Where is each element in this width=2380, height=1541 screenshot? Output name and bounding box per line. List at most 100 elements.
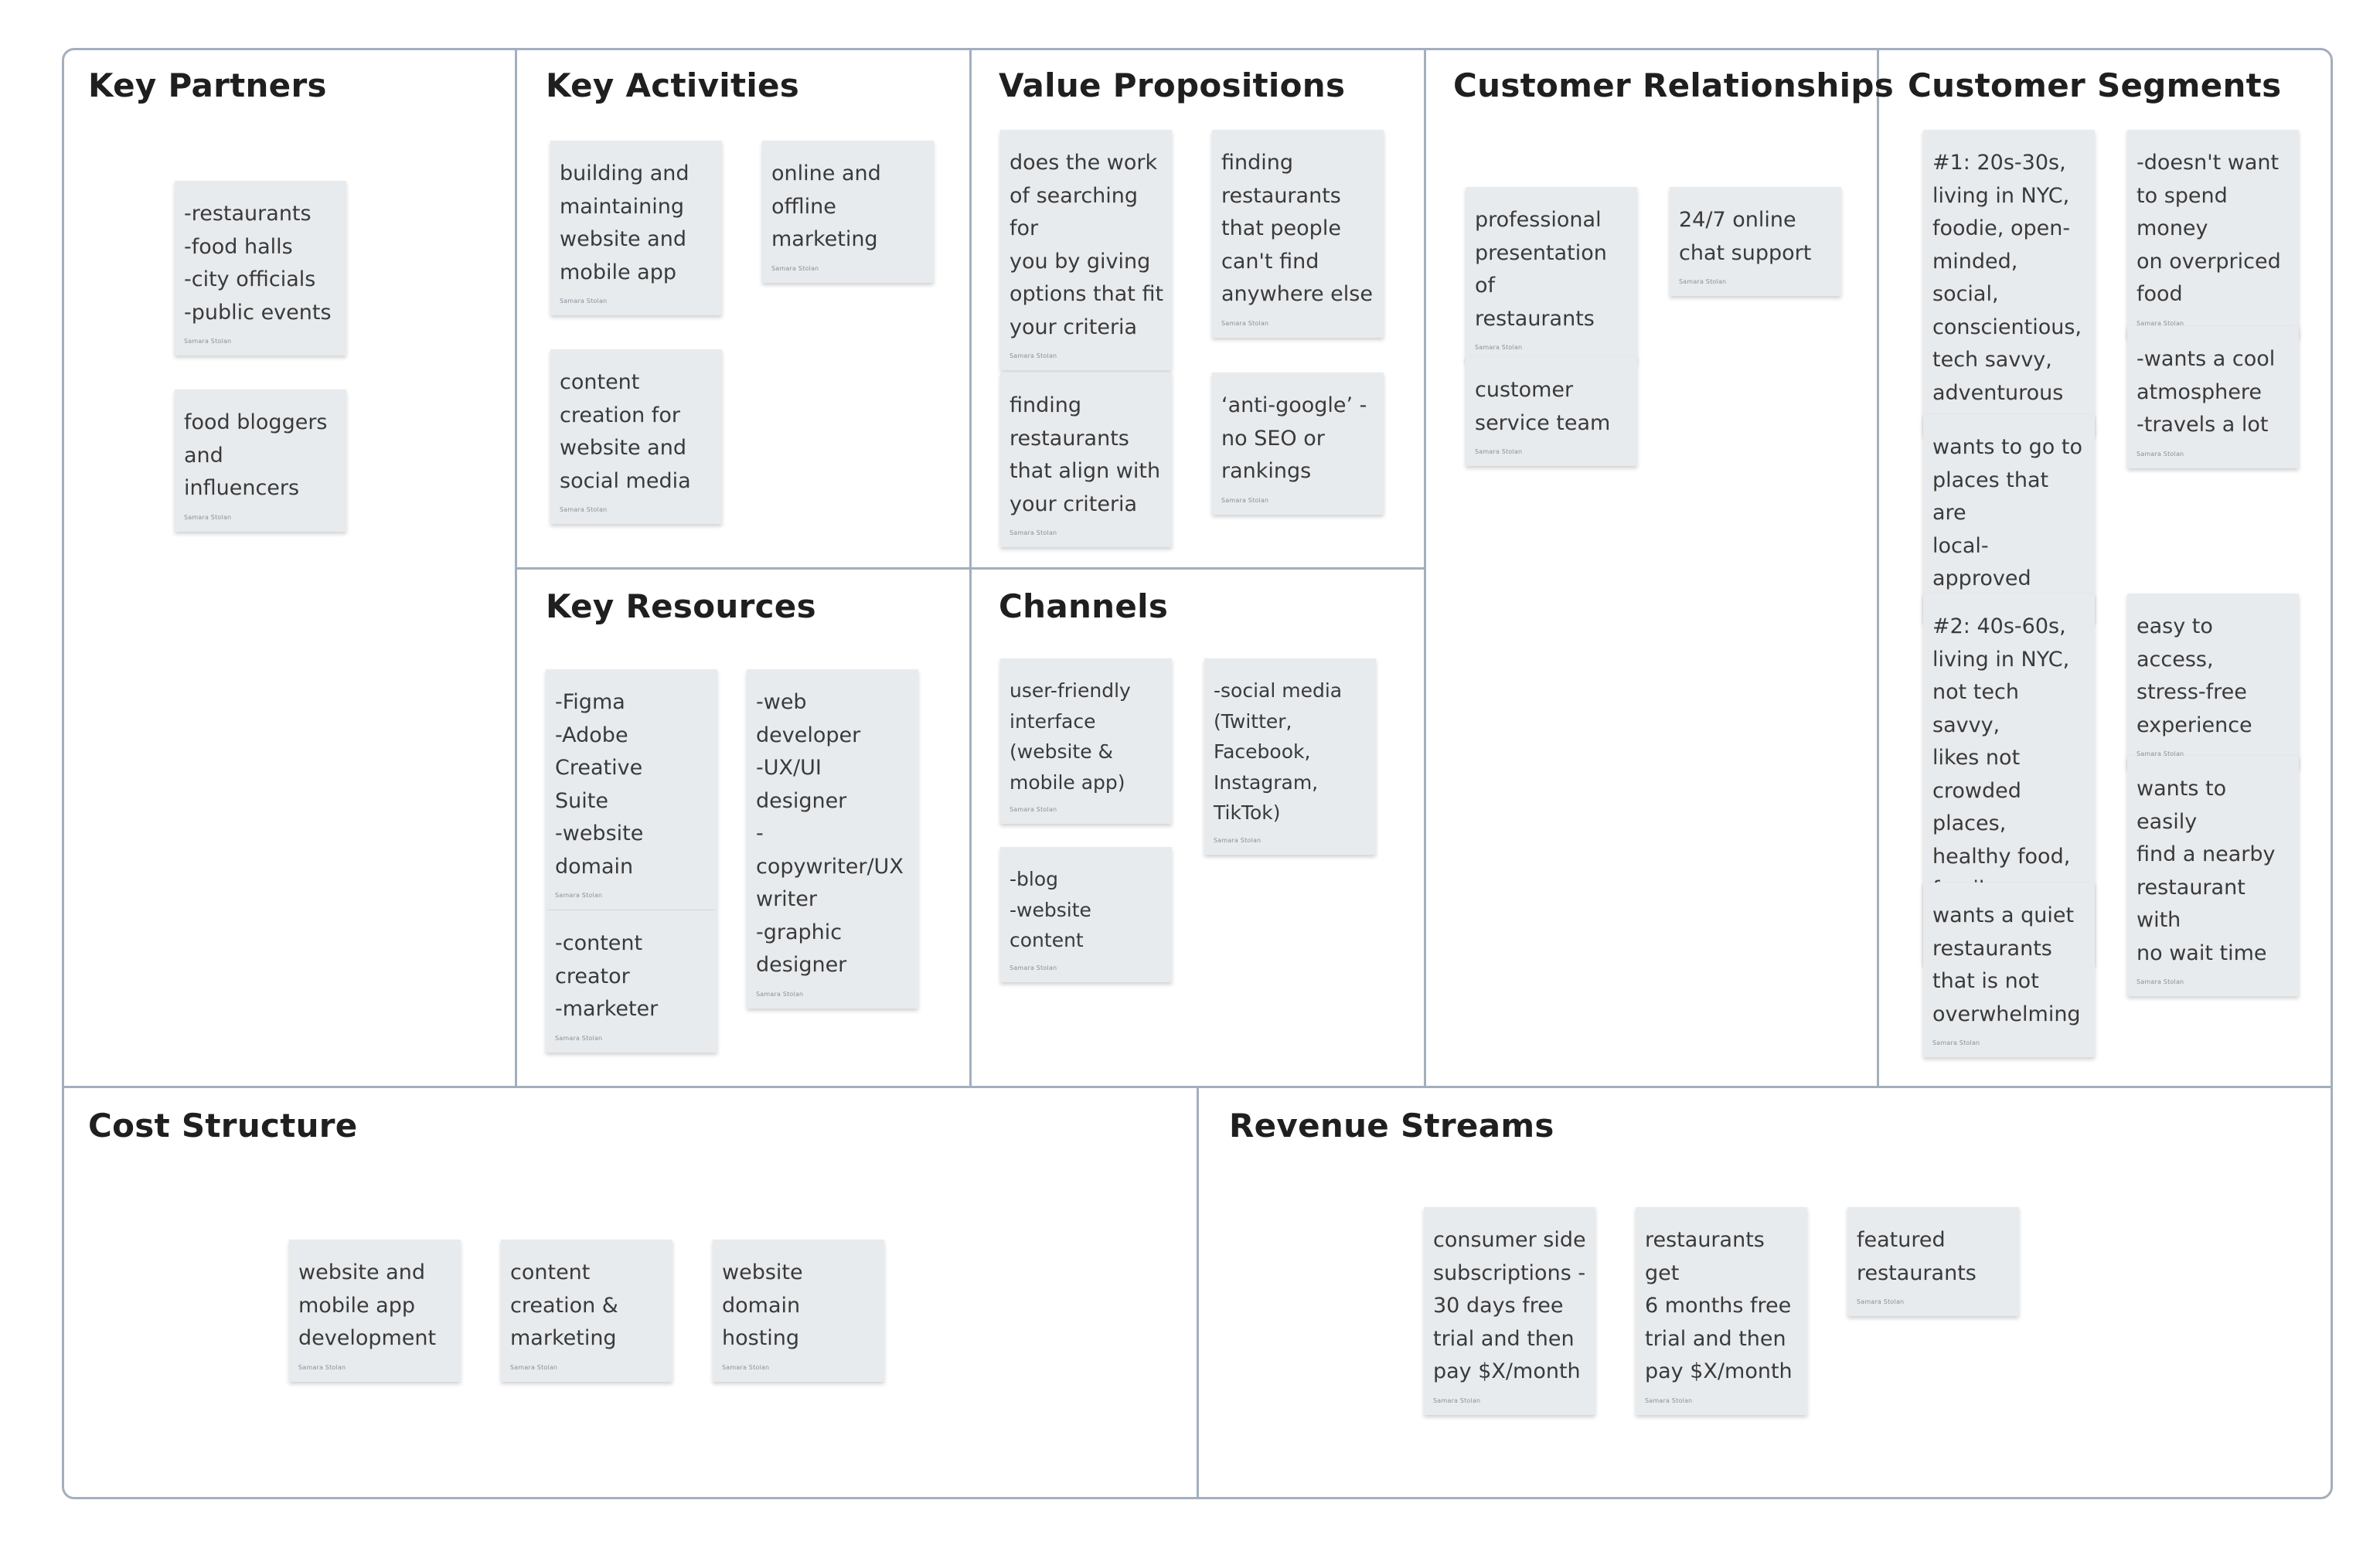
divider (1197, 1087, 1199, 1498)
note-text: wants to easily find a nearby restaurant… (2137, 777, 2276, 965)
note-text: 24/7 online chat support (1679, 208, 1812, 265)
note-author: Samara Stolan (1475, 448, 1523, 455)
note-text: -Figma -Adobe Creative Suite -website do… (555, 690, 644, 879)
note-author: Samara Stolan (1010, 806, 1057, 813)
sticky-note[interactable]: -social media (Twitter, Facebook, Instag… (1204, 658, 1376, 855)
note-text: website domain hosting (722, 1260, 803, 1350)
note-text: finding restaurants that align with your… (1010, 393, 1161, 516)
note-author: Samara Stolan (771, 264, 819, 272)
sticky-note[interactable]: content creation for website and social … (550, 349, 722, 524)
note-text: consumer side subscriptions - 30 days fr… (1433, 1228, 1586, 1383)
section-title-customer-relationships: Customer Relationships (1453, 66, 1894, 104)
note-author: Samara Stolan (2137, 450, 2184, 458)
note-author: Samara Stolan (1214, 836, 1262, 844)
sticky-note[interactable]: user-friendly interface (website & mobil… (1000, 658, 1172, 824)
note-text: ‘anti-google’ - no SEO or rankings (1221, 393, 1367, 483)
note-text: -content creator -marketer (555, 931, 659, 1021)
note-text: wants a quiet restaurants that is not ov… (1932, 903, 2081, 1026)
note-text: building and maintaining website and mob… (560, 162, 689, 284)
note-text: -doesn't want to spend money on overpric… (2137, 151, 2281, 306)
sticky-note[interactable]: finding restaurants that align with your… (1000, 372, 1172, 547)
note-author: Samara Stolan (1221, 319, 1269, 327)
sticky-note[interactable]: finding restaurants that people can't fi… (1212, 130, 1384, 338)
note-text: content creation & marketing (510, 1260, 618, 1350)
sticky-note[interactable]: featured restaurants Samara Stolan (1847, 1207, 2019, 1316)
note-author: Samara Stolan (1645, 1396, 1693, 1404)
note-text: website and mobile app development (298, 1260, 437, 1350)
note-author: Samara Stolan (1932, 1039, 1980, 1046)
note-author: Samara Stolan (555, 1034, 603, 1042)
note-text: content creation for website and social … (560, 370, 691, 493)
sticky-note[interactable]: food bloggers and influencers Samara Sto… (175, 390, 346, 532)
note-author: Samara Stolan (1221, 496, 1269, 504)
note-author: Samara Stolan (1433, 1396, 1481, 1404)
note-text: online and offline marketing (771, 162, 881, 251)
note-author: Samara Stolan (1010, 352, 1057, 359)
sticky-note[interactable]: #1: 20s-30s, living in NYC, foodie, open… (1923, 130, 2095, 436)
note-author: Samara Stolan (756, 990, 804, 998)
sticky-note[interactable]: building and maintaining website and mob… (550, 141, 722, 315)
sticky-note[interactable]: wants to easily find a nearby restaurant… (2127, 756, 2299, 996)
note-text: user-friendly interface (website & mobil… (1010, 679, 1131, 794)
sticky-note[interactable]: -Figma -Adobe Creative Suite -website do… (546, 669, 717, 910)
section-title-channels: Channels (999, 587, 1169, 625)
sticky-note[interactable]: wants to go to places that are local-app… (1923, 414, 2095, 622)
note-text: #1: 20s-30s, living in NYC, foodie, open… (1932, 151, 2082, 405)
note-author: Samara Stolan (2137, 978, 2184, 985)
sticky-note[interactable]: restaurants get 6 months free trial and … (1636, 1207, 1807, 1415)
section-title-customer-segments: Customer Segments (1908, 66, 2282, 104)
note-text: easy to access, stress-free experience (2137, 614, 2252, 737)
sticky-note[interactable]: -content creator -marketer Samara Stolan (546, 910, 717, 1053)
note-text: -blog -website content (1010, 868, 1091, 951)
note-author: Samara Stolan (2137, 750, 2184, 757)
note-author: Samara Stolan (722, 1363, 770, 1371)
note-author: Samara Stolan (1679, 278, 1727, 285)
note-author: Samara Stolan (560, 298, 608, 304)
sticky-note[interactable]: -web developer -UX/UI designer -copywrit… (747, 669, 918, 1009)
sticky-note[interactable]: ‘anti-google’ - no SEO or rankings Samar… (1212, 372, 1384, 515)
note-author: Samara Stolan (1010, 529, 1057, 536)
note-author: Samara Stolan (184, 338, 232, 345)
note-text: professional presentation of restaurants (1475, 208, 1607, 331)
sticky-note[interactable]: consumer side subscriptions - 30 days fr… (1424, 1207, 1595, 1415)
sticky-note[interactable]: online and offline marketing Samara Stol… (762, 141, 934, 283)
section-title-cost-structure: Cost Structure (88, 1107, 358, 1145)
note-text: -web developer -UX/UI designer -copywrit… (756, 690, 904, 977)
note-text: featured restaurants (1857, 1228, 1977, 1285)
note-author: Samara Stolan (1010, 964, 1057, 971)
sticky-note[interactable]: professional presentation of restaurants… (1466, 187, 1637, 362)
sticky-note[interactable]: wants a quiet restaurants that is not ov… (1923, 883, 2095, 1057)
note-author: Samara Stolan (560, 506, 608, 513)
note-author: Samara Stolan (555, 892, 603, 899)
sticky-note[interactable]: -restaurants -food halls -city officials… (175, 181, 346, 355)
section-title-value-propositions: Value Propositions (999, 66, 1346, 104)
note-author: Samara Stolan (2137, 319, 2184, 327)
sticky-note[interactable]: easy to access, stress-free experience S… (2127, 594, 2299, 768)
note-author: Samara Stolan (1475, 344, 1523, 351)
note-text: wants to go to places that are local-app… (1932, 435, 2083, 590)
section-title-key-activities: Key Activities (546, 66, 800, 104)
note-text: does the work of searching for you by gi… (1010, 151, 1164, 339)
note-author: Samara Stolan (298, 1363, 346, 1371)
note-author: Samara Stolan (510, 1363, 558, 1371)
sticky-note[interactable]: -doesn't want to spend money on overpric… (2127, 130, 2299, 338)
divider (1877, 49, 1879, 1088)
note-text: finding restaurants that people can't fi… (1221, 151, 1373, 306)
note-text: food bloggers and influencers (184, 410, 328, 500)
note-author: Samara Stolan (1857, 1298, 1905, 1305)
divider (515, 567, 1426, 570)
sticky-note[interactable]: website and mobile app development Samar… (289, 1240, 461, 1382)
sticky-note[interactable]: -blog -website content Samara Stolan (1000, 847, 1172, 982)
sticky-note[interactable]: 24/7 online chat support Samara Stolan (1670, 187, 1841, 296)
sticky-note[interactable]: customer service team Samara Stolan (1466, 357, 1637, 466)
sticky-note[interactable]: content creation & marketing Samara Stol… (501, 1240, 672, 1382)
note-text: -restaurants -food halls -city officials… (184, 202, 332, 325)
sticky-note[interactable]: website domain hosting Samara Stolan (713, 1240, 884, 1382)
business-model-canvas (62, 48, 2333, 1499)
sticky-note[interactable]: does the work of searching for you by gi… (1000, 130, 1172, 370)
sticky-note[interactable]: -wants a cool atmosphere -travels a lot … (2127, 326, 2299, 468)
section-title-key-resources: Key Resources (546, 587, 816, 625)
note-text: -wants a cool atmosphere -travels a lot (2137, 347, 2276, 437)
section-title-key-partners: Key Partners (88, 66, 327, 104)
note-text: restaurants get 6 months free trial and … (1645, 1228, 1793, 1383)
